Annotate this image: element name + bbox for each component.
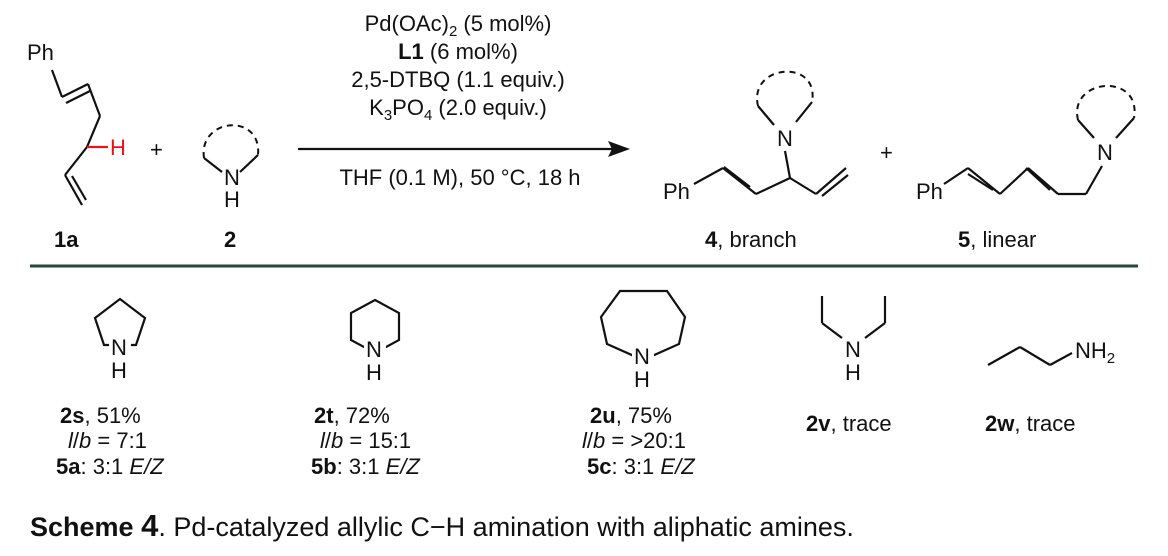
amine-label-2t: 2t, 72% — [314, 403, 390, 428]
nitrogen-label: N — [845, 337, 861, 362]
selectivity-lb-2s: l/b = 7:1 — [68, 428, 147, 453]
amine-2s: N H 2s, 51% l/b = 7:1 5a: 3:1 E/Z — [56, 297, 165, 479]
selectivity-lb-2u: l/b = >20:1 — [582, 428, 686, 453]
hydrogen-label: H — [845, 360, 861, 385]
hydrogen-label: H — [111, 358, 127, 383]
phenyl-label: Ph — [27, 40, 54, 65]
phenyl-label: Ph — [916, 179, 943, 204]
amine-2u: N H 2u, 75% l/b = >20:1 5c: 3:1 E/Z — [582, 289, 696, 479]
caption-label: Scheme — [30, 512, 142, 542]
amine-label-2w: 2w, trace — [985, 411, 1076, 436]
product-ez-5b: 5b: 3:1 E/Z — [311, 454, 421, 479]
amine-label-2v: 2v, trace — [806, 411, 892, 436]
hydrogen-label: H — [366, 360, 382, 385]
reaction-scheme: Ph H 1a + N H 2 Pd(OAc)2 (5 mol%) L1 (6 … — [27, 11, 1138, 479]
plus-sign: + — [880, 140, 893, 165]
nitrogen-label: N — [1097, 140, 1113, 165]
compound-label-2: 2 — [224, 227, 236, 252]
dashed-ring — [756, 70, 814, 107]
compound-label-4: 4, branch — [705, 227, 797, 252]
nitrogen-label: N — [224, 165, 240, 190]
reaction-conditions: Pd(OAc)2 (5 mol%) L1 (6 mol%) 2,5-DTBQ (… — [298, 11, 630, 190]
plus-sign: + — [150, 137, 163, 162]
nitrogen-label: N — [777, 126, 793, 151]
oxidant-text: 2,5-DTBQ (1.1 equiv.) — [351, 67, 565, 92]
dashed-ring — [1076, 84, 1136, 121]
product-5: N Ph 5, linear — [916, 84, 1136, 252]
amine-2t: N H 2t, 72% l/b = 15:1 5b: 3:1 E/Z — [311, 298, 421, 479]
compound-label-1a: 1a — [54, 227, 79, 252]
caption-text: . Pd-catalyzed allylic C−H amination wit… — [158, 512, 854, 542]
ligand-text: L1 (6 mol%) — [398, 39, 518, 64]
scheme-caption: Scheme 4. Pd-catalyzed allylic C−H amina… — [30, 508, 854, 544]
hydrogen-label: H — [224, 187, 240, 212]
azepane-ring — [599, 289, 687, 362]
hydrogen-label: H — [634, 367, 650, 392]
amine-2v: N H 2v, trace — [806, 296, 892, 436]
amine-nh2-label: NH2 — [1075, 338, 1115, 367]
reactant-1a: Ph H 1a — [27, 40, 126, 252]
amine-label-2s: 2s, 51% — [60, 403, 141, 428]
caption-number: 4 — [141, 508, 159, 543]
arrow-head — [608, 141, 630, 157]
compound-label-5: 5, linear — [958, 227, 1036, 252]
product-ez-5c: 5c: 3:1 E/Z — [587, 454, 696, 479]
base-text: K3PO4 (2.0 equiv.) — [369, 95, 547, 124]
solvent-text: THF (0.1 M), 50 °C, 18 h — [339, 165, 580, 190]
nitrogen-label: N — [111, 335, 127, 360]
nitrogen-label: N — [634, 344, 650, 369]
nitrogen-label: N — [366, 337, 382, 362]
reactant-1a-bonds — [50, 69, 102, 206]
catalyst-text: Pd(OAc)2 (5 mol%) — [365, 11, 552, 40]
reactant-2: N H 2 — [202, 124, 260, 252]
dashed-ring — [202, 124, 260, 159]
amine-2w: NH2 2w, trace — [985, 338, 1115, 436]
highlighted-hydrogen: H — [110, 135, 126, 160]
phenyl-label: Ph — [663, 179, 690, 204]
product-ez-5a: 5a: 3:1 E/Z — [56, 454, 165, 479]
selectivity-lb-2t: l/b = 15:1 — [320, 428, 411, 453]
amine-label-2u: 2u, 75% — [590, 403, 672, 428]
product-4: N Ph 4, branch — [663, 70, 849, 252]
